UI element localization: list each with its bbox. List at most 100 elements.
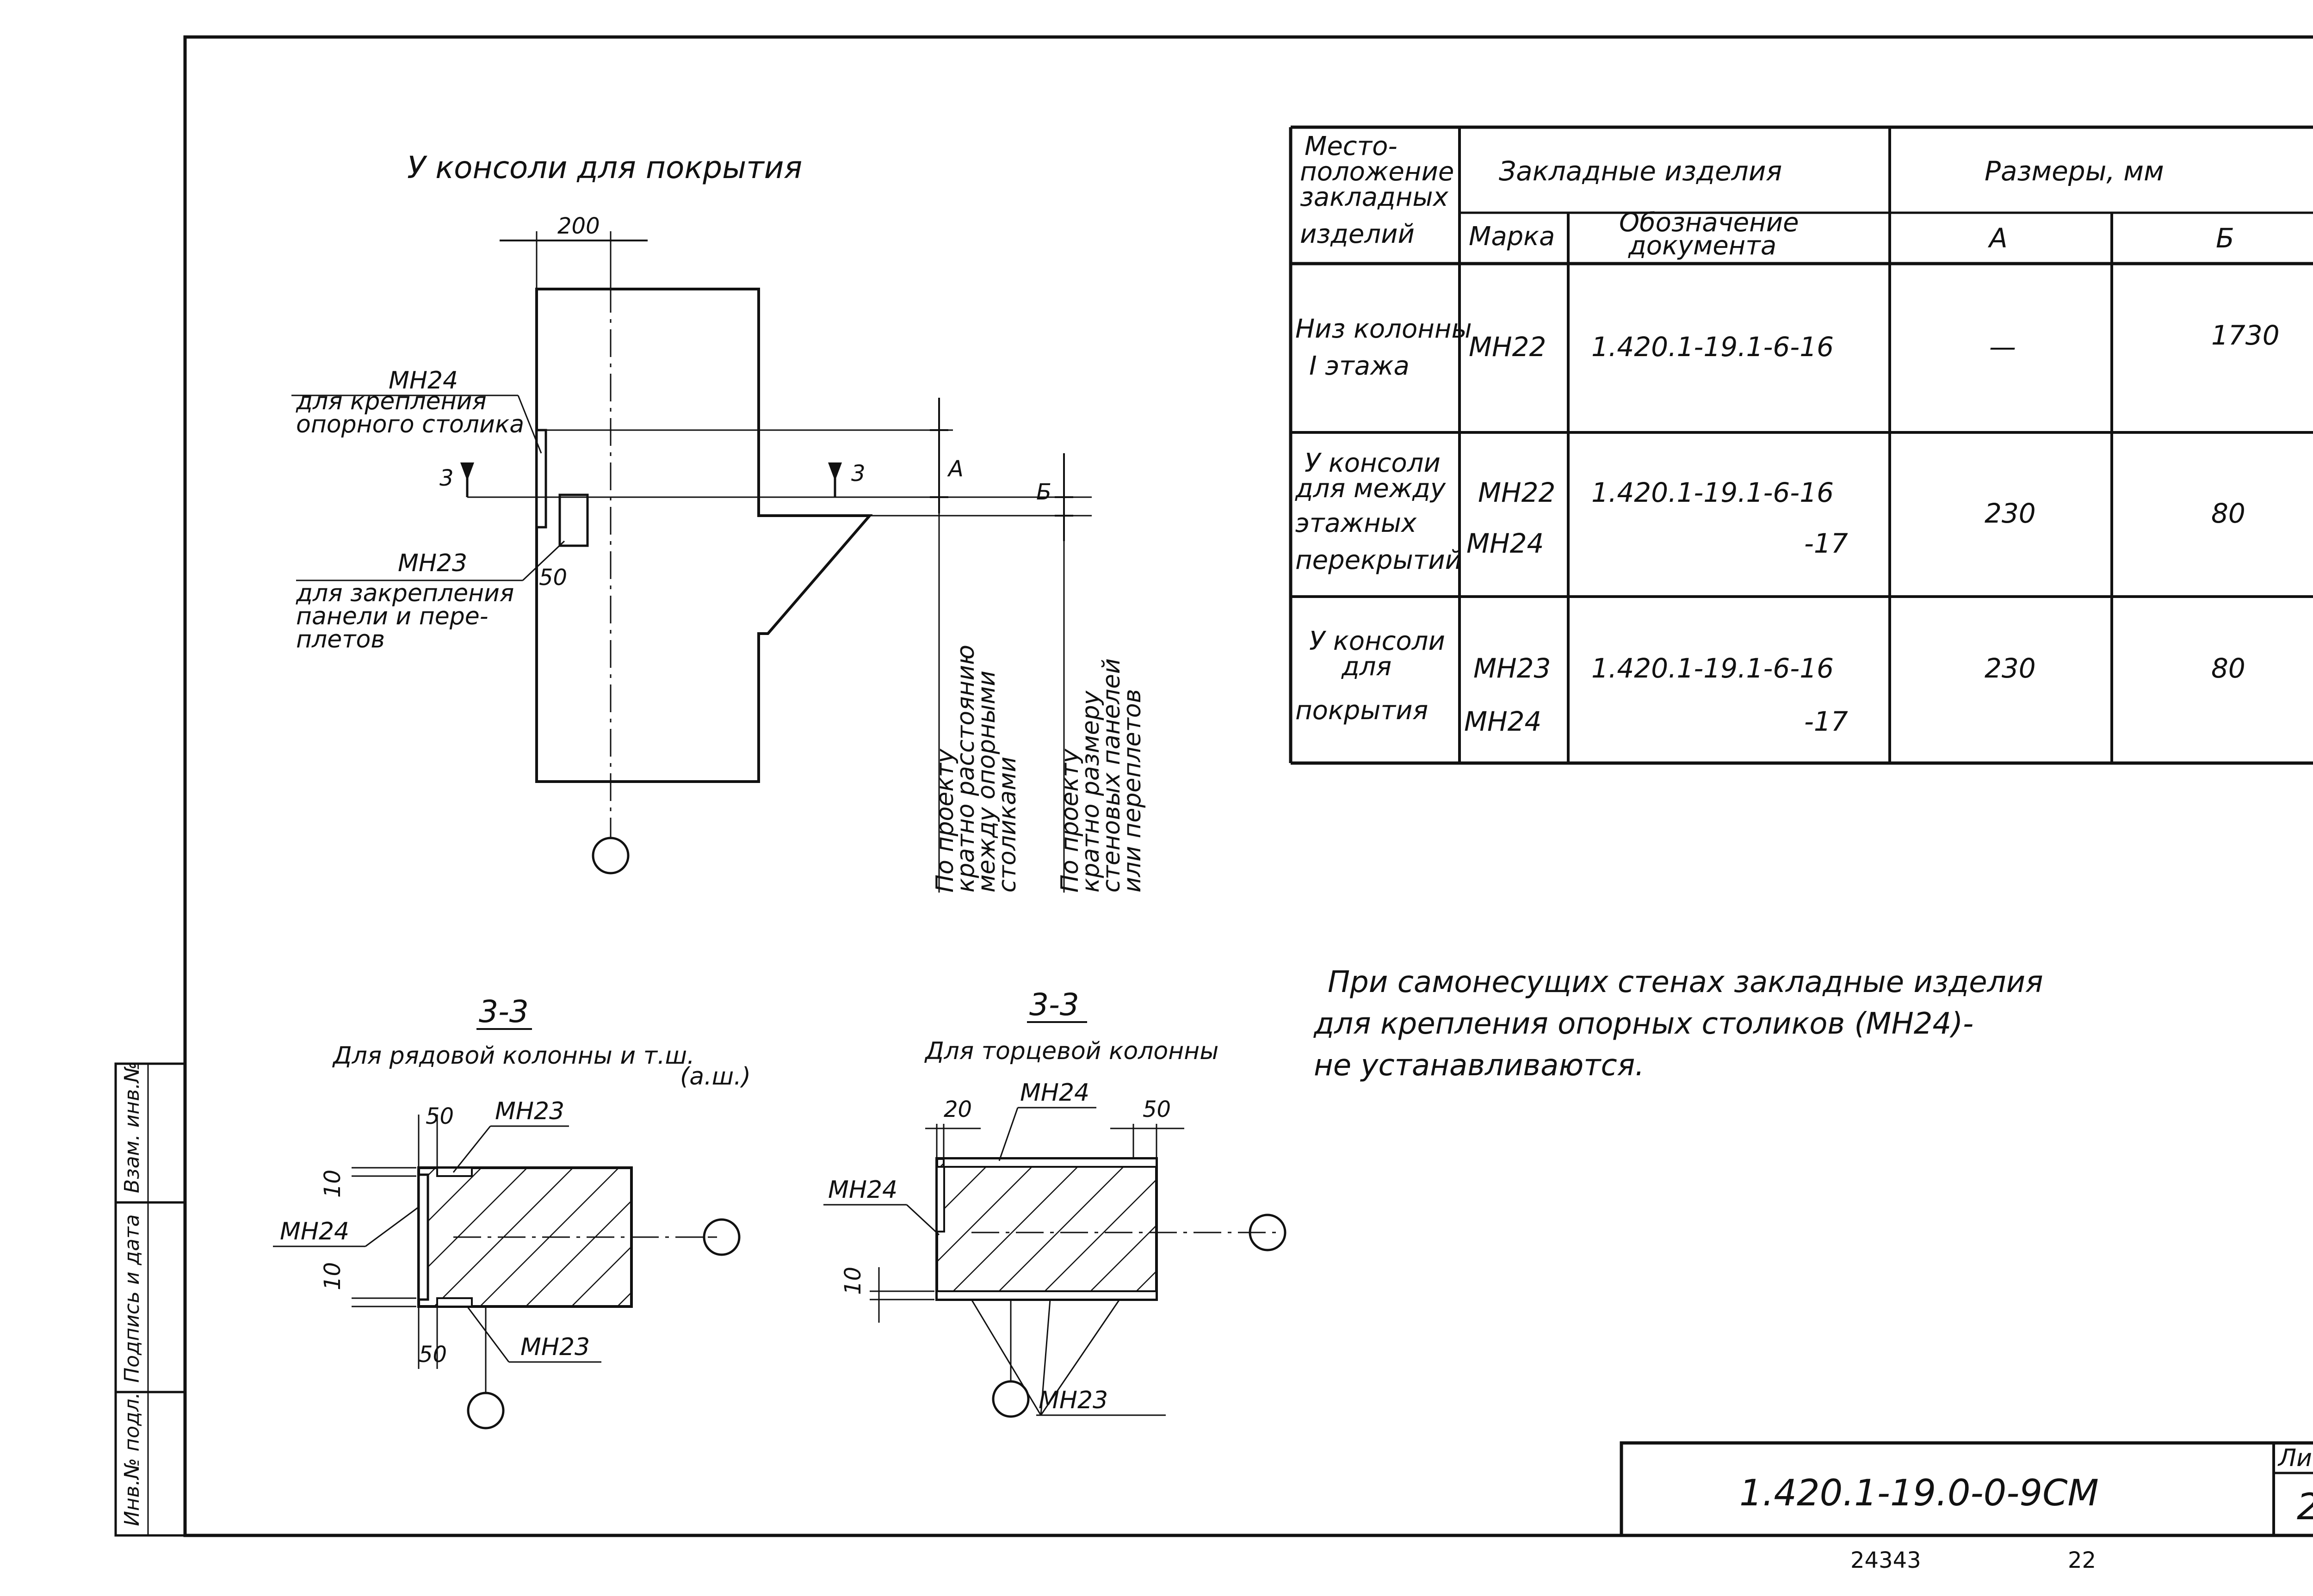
side-stamp-cell-2: Подпись и дата — [120, 1214, 144, 1383]
note-line-1: При самонесущих стенах закладные изделия — [1328, 965, 2043, 999]
vertical-note-a: По проекту кратно расстоянию между опорн… — [931, 513, 1021, 893]
svg-text:МН24: МН24 — [1466, 528, 1544, 559]
section-right-mark-left: МН24 — [828, 1176, 897, 1204]
sheet-label: Лист — [2277, 1444, 2313, 1472]
section-mark-3-left: 3 — [439, 465, 454, 491]
section-right-dim-20: 20 — [944, 1097, 972, 1122]
section-left-title: 3-3 — [479, 994, 529, 1029]
svg-text:столиками: столиками — [994, 757, 1021, 893]
svg-text:для между: для между — [1295, 474, 1446, 504]
svg-text:I этажа: I этажа — [1309, 351, 1410, 381]
svg-text:стеновых панелей: стеновых панелей — [1098, 658, 1126, 893]
footer-format: 22 — [2068, 1547, 2096, 1573]
th-a: А — [1987, 222, 2008, 254]
mh24-callout-note-2: опорного столика — [296, 411, 524, 438]
th-embedded: Закладные изделия — [1499, 155, 1782, 187]
side-stamp-cell-1: Инв.№ подл. — [120, 1392, 144, 1526]
svg-text:МН22: МН22 — [1469, 331, 1546, 363]
svg-text:1730: 1730 — [2211, 320, 2280, 351]
svg-text:перекрытий: перекрытий — [1295, 545, 1462, 575]
svg-text:У консоли: У консоли — [1309, 626, 1445, 656]
svg-text:1.420.1-19.1-6-16: 1.420.1-19.1-6-16 — [1591, 653, 1834, 684]
section-left-axis-bubble-right — [703, 1218, 741, 1256]
section-right-title: 3-3 — [1029, 987, 1079, 1023]
svg-text:-17: -17 — [1804, 528, 1848, 559]
dim-a-label: А — [947, 456, 964, 482]
section-mark-3-right: 3 — [851, 461, 866, 487]
section-right-plate-mh24-side — [936, 1166, 945, 1232]
section-right-mark-top: МН24 — [1020, 1079, 1089, 1107]
section-left-subtitle: Для рядовой колонны и т.ш. — [332, 1042, 695, 1070]
svg-text:кратно расстоянию: кратно расстоянию — [952, 645, 980, 893]
section-right-subtitle: Для торцевой колонны — [924, 1037, 1218, 1065]
th-b: Б — [2216, 222, 2234, 254]
svg-text:для: для — [1341, 652, 1392, 682]
table-row: У консоли для покрытия МН23 МН24 1.420.1… — [1295, 626, 2245, 737]
svg-text:кратно размеру: кратно размеру — [1077, 690, 1105, 893]
th-sizes: Размеры, мм — [1985, 155, 2164, 187]
section-left-axis-bubble-bottom — [467, 1392, 505, 1430]
footer-code: 24343 — [1850, 1547, 1921, 1573]
section-right-dim-10: 10 — [840, 1267, 866, 1295]
svg-text:80: 80 — [2211, 498, 2245, 529]
section-left-subtitle-2: (а.ш.) — [680, 1063, 751, 1091]
section-left-mark-top: МН23 — [495, 1097, 564, 1125]
mh23-callout-note-2: панели и пере- — [296, 603, 489, 630]
svg-text:МН24: МН24 — [1464, 706, 1541, 737]
svg-text:230: 230 — [1985, 498, 2036, 529]
title-block: 1.420.1-19.0-0-9СМ Лист 2 — [1620, 1441, 2313, 1537]
section-right-axis-bubble-bottom — [992, 1380, 1030, 1418]
note-line-2: для крепления опорных столиков (МН24)- — [1313, 1007, 1973, 1041]
svg-text:МН22: МН22 — [1478, 477, 1555, 508]
side-stamp-cell-3: Взам. инв.№ — [120, 1061, 144, 1193]
section-right-mark-bottom: МН23 — [1039, 1386, 1108, 1414]
svg-text:1.420.1-19.1-6-16: 1.420.1-19.1-6-16 — [1591, 477, 1834, 508]
note-block: При самонесущих стенах закладные изделия… — [1313, 965, 2043, 1083]
section-left-dim-50-bottom: 50 — [419, 1342, 447, 1368]
mh23-callout-mark: МН23 — [398, 549, 467, 577]
section-left-dim-10-b: 10 — [320, 1262, 346, 1290]
svg-text:или переплетов: или переплетов — [1119, 689, 1146, 893]
axis-bubble — [592, 837, 630, 875]
th-doc-1: Обозначение — [1619, 208, 1799, 238]
section-left-plate-mh23-bottom — [436, 1297, 473, 1307]
sheet-frame — [183, 35, 2313, 1537]
th-location-3: закладных — [1300, 182, 1449, 212]
svg-text:Низ колонны: Низ колонны — [1295, 314, 1472, 344]
svg-text:1.420.1-19.1-6-16: 1.420.1-19.1-6-16 — [1591, 331, 1834, 363]
svg-text:-17: -17 — [1804, 706, 1848, 737]
table-row: Низ колонны I этажа МН22 1.420.1-19.1-6-… — [1295, 314, 2280, 381]
th-mark: Марка — [1469, 222, 1555, 252]
svg-text:этажных: этажных — [1295, 508, 1417, 538]
dim-b-label: Б — [1036, 479, 1051, 505]
side-stamp: Инв.№ подл. Подпись и дата Взам. инв.№ — [114, 1061, 186, 1537]
section-left-mark-left: МН24 — [280, 1218, 349, 1245]
note-line-3: не устанавливаются. — [1314, 1048, 1645, 1083]
embedded-plate-mh23 — [558, 493, 589, 547]
section-right-body — [935, 1157, 1158, 1301]
svg-text:покрытия: покрытия — [1295, 696, 1428, 726]
section-left-dim-10-a: 10 — [320, 1170, 346, 1198]
mh23-callout-note-3: плетов — [296, 626, 385, 653]
th-doc-2: документа — [1628, 231, 1776, 261]
svg-text:—: — — [1989, 331, 2016, 363]
top-view-title: У консоли для покрытия — [407, 150, 802, 185]
top-view-column-detail: У консоли для покрытия 200 А Б — [291, 150, 1146, 893]
mh24-callout-mark: МН24 — [389, 367, 458, 394]
section-right-axis-bubble-right — [1249, 1214, 1286, 1251]
vertical-note-b: По проекту кратно размеру стеновых панел… — [1056, 541, 1146, 893]
mh24-callout-note-1: для крепления — [296, 388, 487, 415]
drawing-designation: 1.420.1-19.0-0-9СМ — [1739, 1473, 2099, 1514]
svg-text:между опорными: между опорными — [973, 671, 1001, 893]
svg-text:80: 80 — [2211, 653, 2245, 684]
section-3-3-end-column: 3-3 Для торцевой колонны 20 МН24 50 МН24… — [823, 987, 1286, 1418]
section-left-plate-mh24 — [417, 1173, 429, 1301]
svg-text:У консоли: У консоли — [1305, 448, 1441, 478]
mh23-callout-note-1: для закрепления — [296, 579, 514, 607]
th-location-4: изделий — [1300, 219, 1415, 249]
dim-50-label: 50 — [539, 565, 567, 591]
sheet-number: 2 — [2297, 1486, 2313, 1528]
svg-text:По проекту: По проекту — [931, 748, 959, 893]
section-right-plate-mh24 — [943, 1158, 1157, 1168]
